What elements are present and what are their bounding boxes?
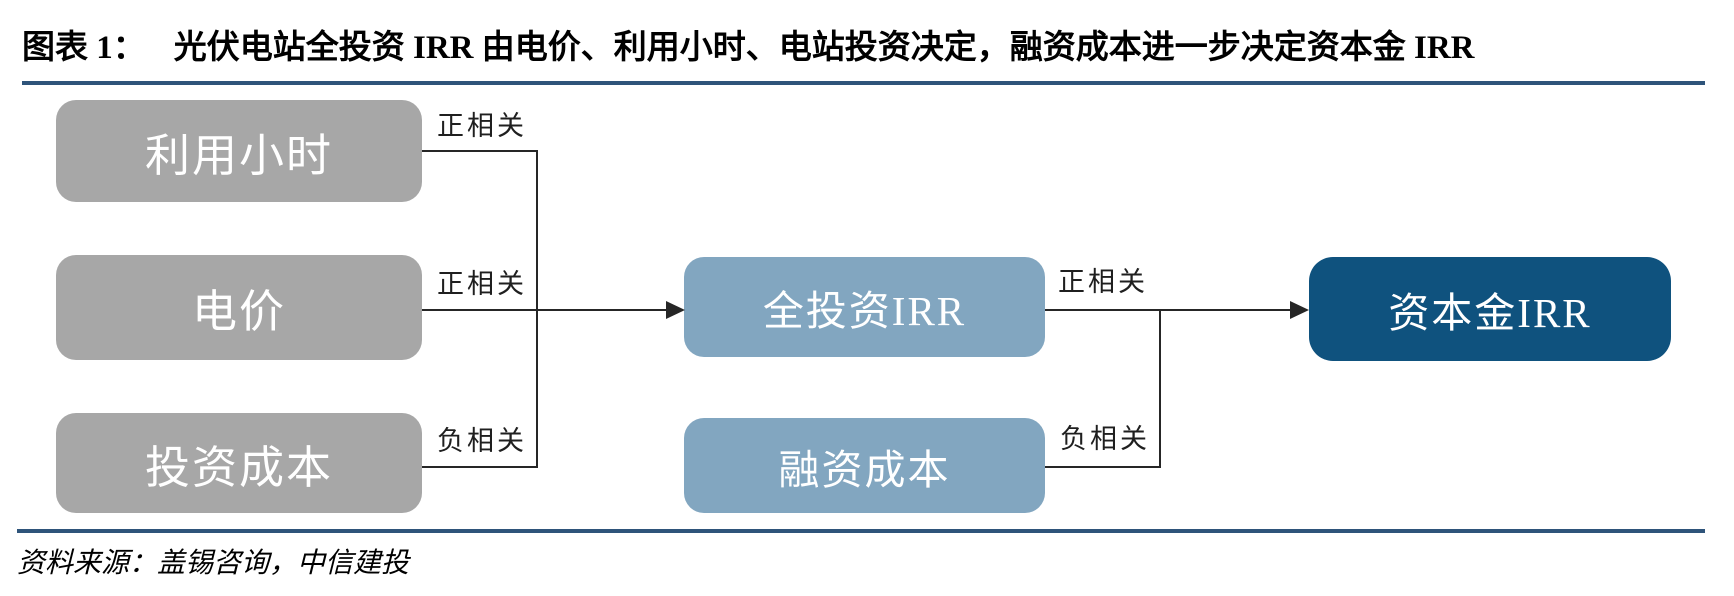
edge-label-fullirr: 正相关	[1058, 267, 1148, 297]
connector-hours-line	[422, 150, 537, 152]
connector-right-collector-line	[1159, 309, 1161, 468]
node-label: 资本金IRR	[1388, 290, 1592, 336]
node-full-investment-irr: 全投资IRR	[684, 257, 1045, 357]
edge-label-finance: 负相关	[1060, 424, 1150, 454]
edge-label-hours: 正相关	[437, 111, 527, 141]
footer-rule	[17, 529, 1705, 533]
node-equity-irr: 资本金IRR	[1309, 257, 1671, 361]
arrowhead-icon	[1290, 301, 1309, 319]
node-investment-cost: 投资成本	[56, 413, 422, 513]
node-electricity-price: 电价	[56, 255, 422, 360]
node-utilization-hours: 利用小时	[56, 100, 422, 202]
node-label: 融资成本	[778, 446, 951, 493]
figure-title: 光伏电站全投资 IRR 由电价、利用小时、电站投资决定，融资成本进一步决定资本金…	[173, 30, 1475, 66]
figure-number-label: 图表 1：	[22, 30, 146, 66]
edge-label-price: 正相关	[437, 269, 527, 299]
node-label: 全投资IRR	[762, 288, 967, 334]
node-label: 电价	[191, 287, 286, 337]
connector-price-line	[422, 309, 668, 311]
connector-invest-line	[422, 466, 537, 468]
connector-finance-line	[1045, 466, 1161, 468]
connector-fullirr-line	[1045, 309, 1291, 311]
connector-left-collector-line	[536, 150, 538, 468]
node-label: 利用小时	[144, 130, 333, 181]
node-label: 投资成本	[144, 442, 333, 493]
figure-header: 图表 1： 光伏电站全投资 IRR 由电价、利用小时、电站投资决定，融资成本进一步…	[22, 20, 1712, 68]
node-financing-cost: 融资成本	[684, 418, 1045, 513]
source-text: 资料来源：盖锡咨询，中信建投	[17, 548, 410, 579]
edge-label-invest: 负相关	[437, 426, 527, 456]
title-rule	[22, 81, 1705, 85]
arrowhead-icon	[666, 301, 685, 319]
